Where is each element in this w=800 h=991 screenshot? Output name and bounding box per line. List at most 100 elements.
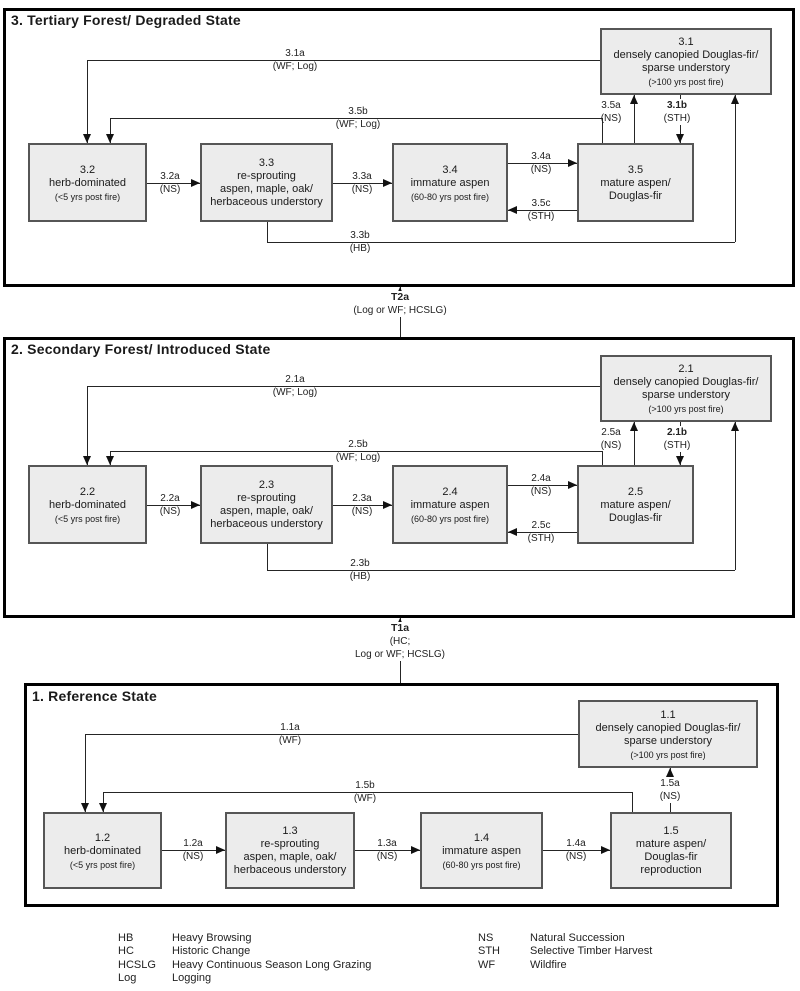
pathway-line-3.2a bbox=[147, 183, 200, 184]
box-label: immature aspen bbox=[410, 176, 490, 189]
pathway-line-1.5b bbox=[103, 792, 632, 793]
arrowhead-up-2.3b bbox=[731, 422, 739, 431]
transition-label-T1a: T1a(HC;Log or WF; HCSLG) bbox=[352, 622, 448, 661]
pathway-line-2.3b bbox=[267, 544, 268, 570]
pathway-line-2.4a bbox=[508, 485, 577, 486]
arrowhead-down-3.1b bbox=[676, 134, 684, 143]
pathway-label-1.4a: 1.4a(NS) bbox=[566, 837, 587, 863]
box-id: 2.1 bbox=[678, 363, 694, 375]
arrowhead-right-2.2a bbox=[191, 501, 200, 509]
box-label: sparse understory bbox=[641, 62, 731, 74]
pathway-id: 3.5a bbox=[601, 100, 621, 111]
pathway-id: 1.5a bbox=[660, 778, 680, 789]
box-note: (<5 yrs post fire) bbox=[54, 191, 121, 202]
pathway-label-2.5a: 2.5a(NS) bbox=[601, 426, 622, 452]
arrowhead-right-3.4a bbox=[568, 159, 577, 167]
legend-definition: Wildfire bbox=[530, 958, 567, 971]
arrowhead-right-2.4a bbox=[568, 481, 577, 489]
pathway-cause: (NS) bbox=[351, 506, 373, 517]
pathway-id: 3.5c bbox=[531, 198, 551, 209]
pathway-label-1.3a: 1.3a(NS) bbox=[377, 837, 398, 863]
arrowhead-left-2.5c bbox=[508, 528, 517, 536]
state-title-2: 2. Secondary Forest/ Introduced State bbox=[11, 341, 271, 357]
pathway-label-3.3a: 3.3a (NS) bbox=[352, 170, 373, 196]
pathway-label-3.5b: 3.5b(WF; Log) bbox=[336, 105, 380, 131]
pathway-line-1.1a bbox=[85, 734, 578, 735]
box-label: sparse understory bbox=[641, 389, 731, 401]
pathway-line-3.5b bbox=[110, 118, 602, 119]
pathway-line-3.5a bbox=[634, 95, 635, 143]
box-label: herb-dominated bbox=[48, 176, 127, 189]
pathway-label-1.1a: 1.1a(WF) bbox=[279, 721, 301, 747]
pathway-label-2.3a: 2.3a(NS) bbox=[352, 492, 373, 518]
pathway-label-3.5c: 3.5c(STH) bbox=[528, 197, 555, 223]
pathway-line-2.5b bbox=[110, 451, 602, 452]
arrowhead-right-2.3a bbox=[383, 501, 392, 509]
pathway-id: 2.2a bbox=[160, 493, 180, 504]
pathway-line-1.1a bbox=[85, 734, 86, 812]
arrowhead-down-3.1a bbox=[83, 134, 91, 143]
arrowhead-down-1.1a bbox=[81, 803, 89, 812]
pathway-line-2.1a bbox=[87, 386, 600, 387]
box-id: 1.1 bbox=[660, 708, 676, 721]
box-label: herbaceous understory bbox=[210, 518, 323, 530]
box-label: densely canopied Douglas-fir/ bbox=[613, 376, 759, 388]
arrowhead-up-1.5a bbox=[666, 768, 674, 777]
pathway-line-2.3a bbox=[333, 505, 392, 506]
box-label: re-sprouting bbox=[237, 170, 296, 182]
legend-abbr: HC bbox=[118, 945, 134, 958]
arrowhead-up-3.5a bbox=[630, 95, 638, 104]
pathway-cause: (STH) bbox=[663, 113, 691, 124]
box-label: re-sprouting bbox=[260, 838, 320, 850]
pathway-line-3.3b bbox=[267, 222, 268, 242]
box-label: aspen, maple, oak/ bbox=[220, 183, 313, 195]
box-note: (>100 yrs post fire) bbox=[648, 404, 724, 414]
legend-definition: Heavy Browsing bbox=[172, 932, 252, 944]
legend-definition: Heavy Continuous Season Long Grazing bbox=[172, 958, 372, 971]
pathway-id: 1.1a bbox=[280, 722, 300, 733]
pathway-id: 2.1a bbox=[285, 374, 305, 385]
pathway-cause: (NS) bbox=[351, 184, 373, 195]
box-label: immature aspen bbox=[410, 498, 490, 511]
box-label: aspen, maple, oak/ bbox=[243, 851, 337, 863]
box-id: 1.4 bbox=[473, 831, 490, 844]
pathway-label-2.3b: 2.3b(HB) bbox=[350, 557, 371, 583]
arrowhead-right-3.3a bbox=[383, 179, 392, 187]
pathway-id: 3.1a bbox=[285, 48, 305, 59]
pathway-line-3.3b bbox=[267, 242, 735, 243]
legend-abbr: NS bbox=[478, 932, 494, 944]
pathway-line-3.5b bbox=[602, 118, 603, 143]
box-id: 3.3 bbox=[258, 157, 275, 169]
box-label: densely canopied Douglas-fir/ bbox=[595, 721, 741, 734]
pathway-cause: (STH) bbox=[527, 533, 555, 544]
box-label: re-sprouting bbox=[237, 492, 296, 504]
pathway-label-2.4a: 2.4a(NS) bbox=[531, 472, 552, 498]
arrowhead-down-2.1a bbox=[83, 456, 91, 465]
pathway-id: 1.4a bbox=[566, 838, 586, 849]
arrowhead-right-1.3a bbox=[411, 846, 420, 854]
transition-cause: (Log or WF; HCSLG) bbox=[353, 305, 447, 316]
pathway-id: 3.3a bbox=[352, 171, 372, 182]
arrowhead-right-3.2a bbox=[191, 179, 200, 187]
pathway-line-3.3b bbox=[735, 95, 736, 242]
pathway-label-3.2a: 3.2a(NS) bbox=[160, 170, 181, 196]
box-note: (>100 yrs post fire) bbox=[630, 749, 706, 760]
box-id: 2.2 bbox=[79, 485, 96, 498]
legend-abbr: STH bbox=[478, 945, 500, 958]
box-label: herbaceous understory bbox=[233, 864, 347, 876]
pathway-cause: (NS) bbox=[182, 851, 204, 862]
legend-definition: Selective Timber Harvest bbox=[530, 945, 653, 958]
pathway-line-2.3b bbox=[267, 570, 735, 571]
box-label: herb-dominated bbox=[63, 844, 142, 857]
